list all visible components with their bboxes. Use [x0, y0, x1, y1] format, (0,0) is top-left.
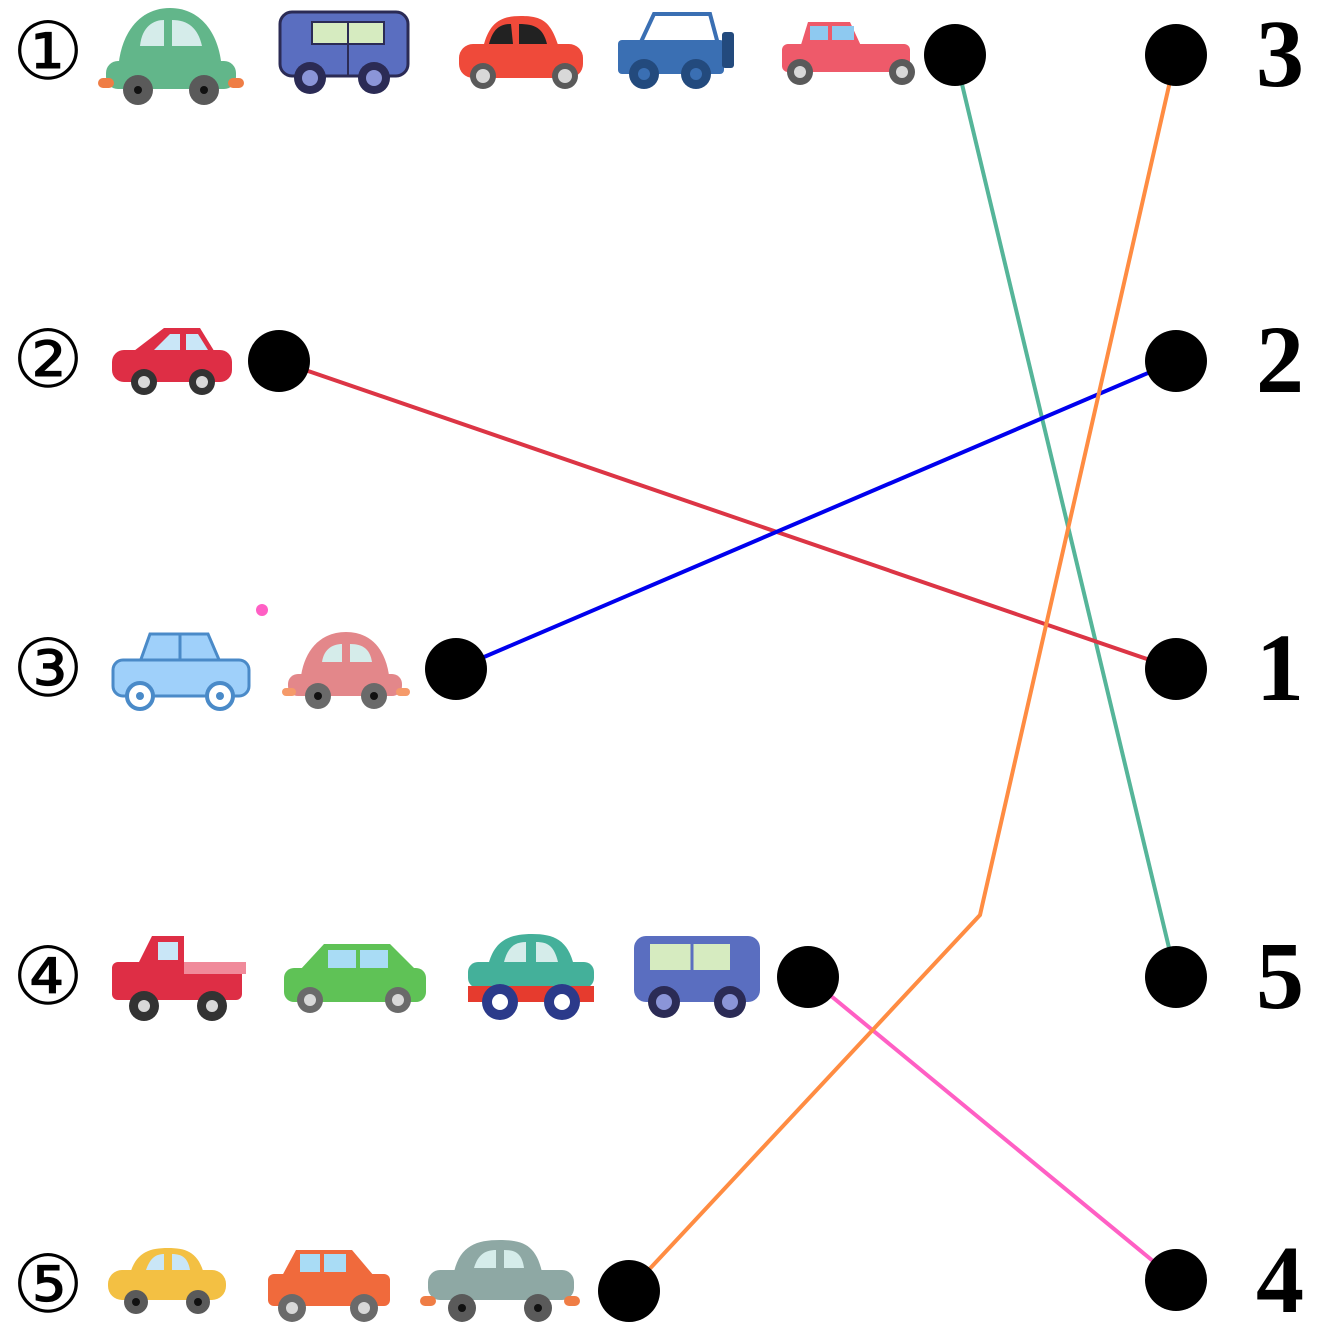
row-label-5: ⑤ [12, 1238, 84, 1331]
answer2-dot[interactable] [1145, 330, 1207, 392]
answer-number-4: 5 [1256, 922, 1304, 1029]
line-row3-to-2 [455, 359, 1177, 671]
line-row2-to-1 [278, 359, 1177, 671]
car-icon-light-blue-sedan [111, 632, 251, 711]
car-icon-red-hatchback [459, 16, 583, 89]
car-icon-blue-van-2 [634, 936, 760, 1018]
car-icon-teal-car [468, 934, 594, 1020]
row-label-4: ④ [12, 930, 84, 1023]
car-icon-pink-beetle [282, 632, 410, 709]
answer5-dot[interactable] [1145, 1249, 1207, 1311]
car-icon-blue-van [278, 10, 410, 94]
answer4-dot[interactable] [1145, 946, 1207, 1008]
row-label-1: ① [12, 5, 84, 98]
row-label-3: ③ [12, 622, 84, 715]
answer-number-1: 3 [1256, 0, 1304, 107]
answer-number-2: 2 [1256, 306, 1304, 413]
row5-dot[interactable] [598, 1260, 660, 1322]
car-icon-orange-hatchback [268, 1250, 390, 1322]
row2-dot[interactable] [248, 330, 310, 392]
line-row4-to-4 [806, 975, 1178, 1282]
answer-number-3: 1 [1256, 614, 1304, 721]
line-row5-to-3 [627, 54, 1178, 1293]
car-icon-red-sedan [112, 328, 232, 395]
row4-dot[interactable] [777, 946, 839, 1008]
car-icon-green-wagon [284, 944, 426, 1013]
answer-number-5: 4 [1256, 1226, 1304, 1333]
row3-dot[interactable] [425, 638, 487, 700]
answer3-dot[interactable] [1145, 638, 1207, 700]
car-icon-yellow-car [108, 1248, 226, 1314]
line-row1-to-5 [953, 54, 1178, 978]
car-icon-red-classic-car [782, 22, 915, 85]
stray-pink-dot [256, 604, 268, 616]
row-label-2: ② [12, 313, 84, 406]
row1-dot[interactable] [924, 24, 986, 86]
answer1-dot[interactable] [1145, 24, 1207, 86]
car-icon-green-beetle [98, 8, 244, 105]
car-icon-blue-jeep [618, 12, 734, 89]
car-icon-gray-sedan [420, 1240, 580, 1322]
car-icon-red-pickup-truck [112, 936, 246, 1021]
